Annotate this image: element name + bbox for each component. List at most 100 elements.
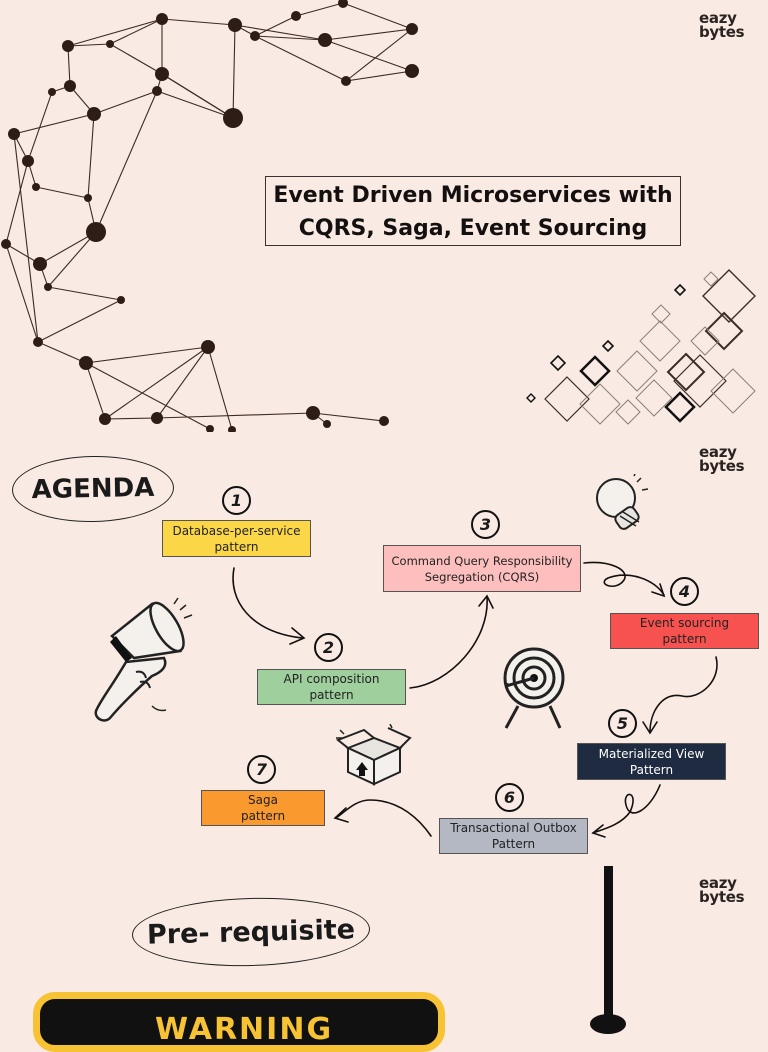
network-edge xyxy=(234,24,326,41)
network-edge xyxy=(93,90,158,115)
network-edge xyxy=(85,362,211,430)
diamond-shape xyxy=(579,383,621,425)
flow-arrows xyxy=(232,561,718,838)
network-node xyxy=(33,257,47,271)
network-graphic xyxy=(1,0,419,432)
title-line2: CQRS, Saga, Event Sourcing xyxy=(298,216,648,241)
step-number-6: 6 xyxy=(495,783,524,812)
network-node xyxy=(306,406,320,420)
flow-arrowhead xyxy=(651,583,666,598)
network-node xyxy=(64,80,76,92)
network-edge xyxy=(156,346,209,419)
step-3-label-line2: Segregation (CQRS) xyxy=(424,569,540,584)
network-edge xyxy=(13,113,95,135)
network-node xyxy=(79,356,93,370)
network-edge xyxy=(345,70,413,82)
diamond-shape xyxy=(673,354,727,408)
network-edge xyxy=(232,24,236,119)
network-node xyxy=(228,18,242,32)
diamond-shape xyxy=(690,326,720,356)
network-edge xyxy=(254,35,326,41)
network-node xyxy=(8,128,20,140)
network-edge xyxy=(85,346,209,364)
lightbulb-icon xyxy=(596,474,649,530)
network-node xyxy=(338,0,348,8)
step-5-label-line2: Pattern xyxy=(629,762,674,777)
diamond-shape xyxy=(664,391,696,423)
diamond-shape xyxy=(635,379,673,417)
step-number-5-text: 5 xyxy=(616,714,629,733)
diamond-shape xyxy=(579,355,611,387)
step-number-7-text: 7 xyxy=(255,760,268,779)
brand-logo-line1: eazy xyxy=(699,874,737,892)
network-node xyxy=(1,239,11,249)
diamond-shape xyxy=(549,354,567,372)
network-node xyxy=(228,426,236,432)
step-number-2: 2 xyxy=(314,633,343,662)
network-node xyxy=(323,420,331,428)
network-node xyxy=(156,13,168,25)
network-node xyxy=(62,40,74,52)
network-edge xyxy=(156,412,314,419)
network-edge xyxy=(312,412,385,422)
step-number-5: 5 xyxy=(608,709,637,738)
network-node xyxy=(152,86,162,96)
diamond-pattern-icon xyxy=(526,269,756,425)
network-node xyxy=(48,88,56,96)
flow-arrowhead xyxy=(642,721,658,735)
diamond-shape xyxy=(651,304,671,324)
diamond-shape xyxy=(639,320,681,362)
step-number-2-text: 2 xyxy=(322,638,335,657)
step-4-label-line1: Event sourcing xyxy=(639,616,730,630)
vertical-pole xyxy=(604,866,613,1026)
network-node xyxy=(86,222,106,242)
network-node xyxy=(250,31,260,41)
step-box-4: Event sourcing pattern xyxy=(610,613,759,649)
diamond-shape xyxy=(601,339,615,353)
step-2-label-line2: pattern xyxy=(309,688,354,702)
step-number-4-text: 4 xyxy=(678,582,691,601)
diamond-shape xyxy=(616,350,658,392)
brand-logo-line1: eazy xyxy=(699,9,737,27)
step-4-label-line2: pattern xyxy=(662,632,707,646)
step-7-label-line1: Saga xyxy=(248,793,278,807)
diamond-shape xyxy=(704,311,744,351)
diamond-shape xyxy=(703,271,719,287)
network-node xyxy=(151,412,163,424)
network-edge xyxy=(324,28,413,41)
network-edge xyxy=(85,362,106,420)
diamond-shape xyxy=(666,352,706,392)
network-edge xyxy=(67,18,163,47)
step-number-3-text: 3 xyxy=(479,515,492,534)
page-title: Event Driven Microservices with CQRS, Sa… xyxy=(265,176,681,246)
brand-logo-agenda: eazy bytes xyxy=(699,445,745,474)
network-node xyxy=(99,413,111,425)
flow-arrowhead xyxy=(333,807,349,823)
network-node xyxy=(406,23,418,35)
network-node xyxy=(155,67,169,81)
warning-label: WARNING xyxy=(155,1012,334,1047)
brand-logo-line2: bytes xyxy=(699,888,745,906)
brand-logo-line2: bytes xyxy=(699,23,745,41)
network-edge xyxy=(207,346,233,431)
network-edge xyxy=(67,45,71,87)
network-node xyxy=(87,107,101,121)
diamond-shape xyxy=(710,368,756,414)
diamond-shape xyxy=(702,269,756,323)
step-number-1: 1 xyxy=(222,486,251,515)
network-edge xyxy=(95,90,158,233)
network-edge xyxy=(345,28,413,82)
diamond-shape xyxy=(544,376,590,422)
flow-arrow xyxy=(232,567,303,639)
step-3-label-line1: Command Query Responsibility xyxy=(391,553,573,568)
network-edge xyxy=(39,231,97,265)
megaphone-icon xyxy=(94,597,193,722)
network-node xyxy=(206,425,214,432)
network-edge xyxy=(35,186,89,199)
network-node xyxy=(223,108,243,128)
network-node xyxy=(33,337,43,347)
